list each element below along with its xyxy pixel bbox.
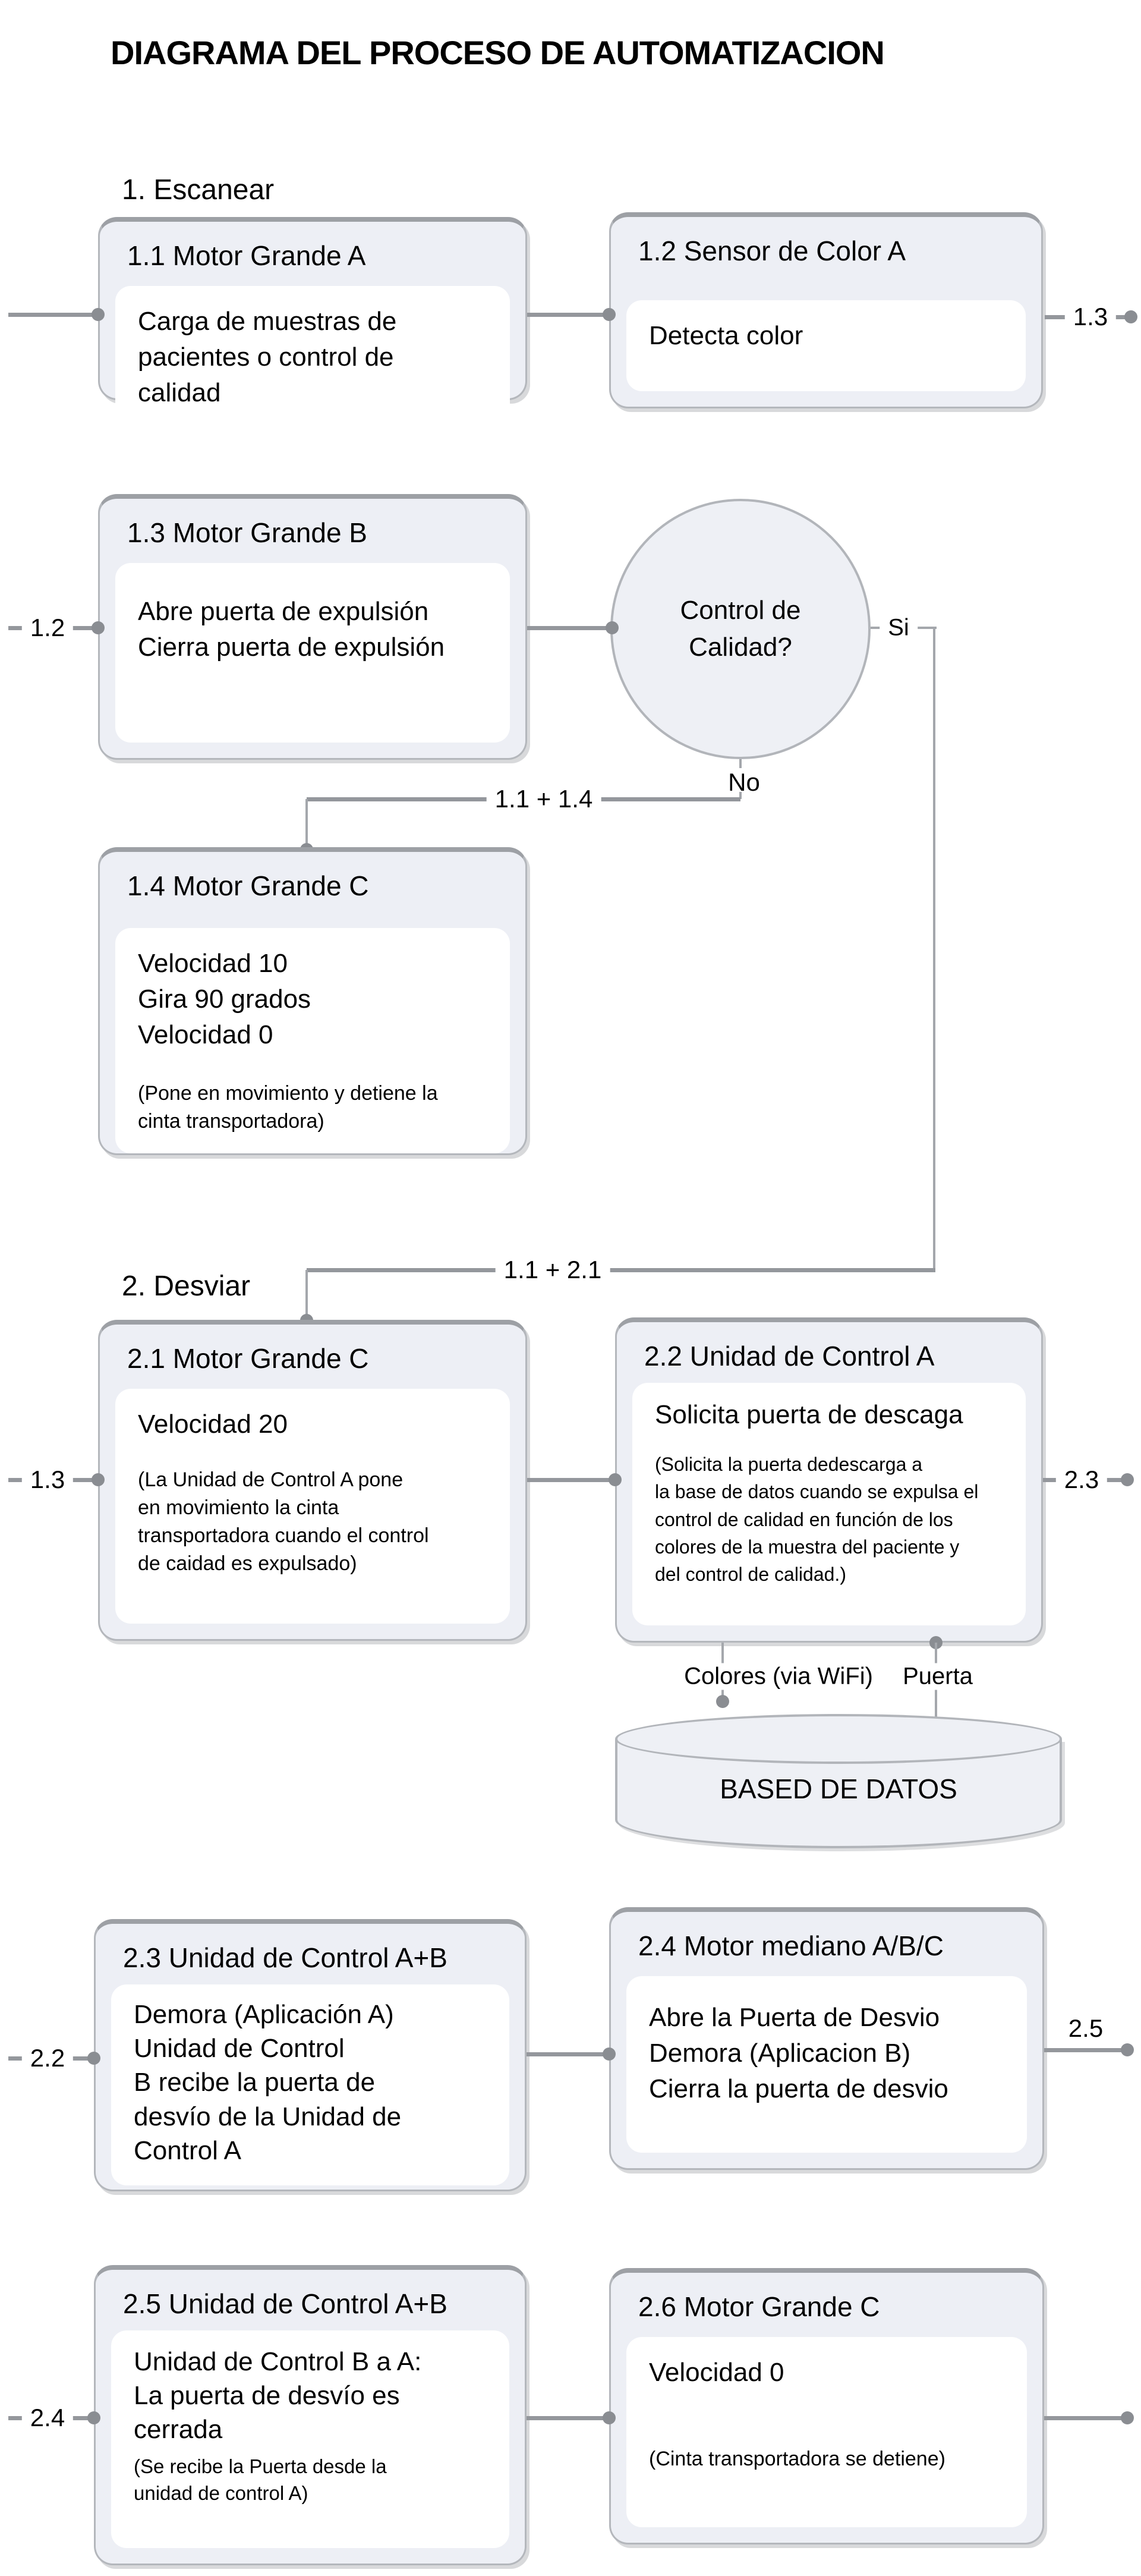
box-1-3-title: 1.3 Motor Grande B bbox=[127, 517, 367, 548]
connector-line-si-vertical bbox=[933, 627, 935, 1270]
box-1-1-title: 1.1 Motor Grande A bbox=[127, 240, 366, 271]
connector-line-drop-to-2-1 bbox=[305, 1270, 308, 1319]
box-1-1-inner: Carga de muestras de pacientes o control… bbox=[115, 286, 510, 429]
edge-label-puerta: Puerta bbox=[894, 1663, 981, 1690]
connector-line-no-tick bbox=[739, 792, 742, 799]
box-2-1-note: (La Unidad de Control A pone en movimien… bbox=[138, 1468, 429, 1575]
box-1-3-inner: Abre puerta de expulsión Cierra puerta d… bbox=[115, 563, 510, 743]
decision-control-de-calidad: Control de Calidad? bbox=[610, 499, 871, 759]
edge-label-1-3: 1.3 bbox=[1064, 303, 1117, 331]
box-1-1-body: Carga de muestras de pacientes o control… bbox=[138, 307, 397, 407]
box-2-6-note: (Cinta transportadora se detiene) bbox=[649, 2447, 945, 2470]
connector-line-si-branch bbox=[307, 1268, 935, 1272]
connector-node-dot bbox=[92, 308, 105, 321]
connector-node-dot bbox=[609, 1473, 622, 1486]
edge-label-colores-wifi: Colores (via WiFi) bbox=[676, 1663, 881, 1690]
box-2-2-unidad-de-control-a: 2.2 Unidad de Control A Solicita puerta … bbox=[615, 1317, 1043, 1643]
box-2-1-title: 2.1 Motor Grande C bbox=[127, 1343, 369, 1374]
box-1-1-motor-grande-a: 1.1 Motor Grande A Carga de muestras de … bbox=[98, 217, 527, 429]
edge-label-2-5: 2.5 bbox=[1068, 2014, 1104, 2042]
connector-node-dot bbox=[603, 2411, 616, 2424]
connector-line-no-tick bbox=[739, 759, 742, 770]
edge-label-1-1-plus-1-4: 1.1 + 1.4 bbox=[486, 785, 601, 813]
box-1-2-sensor-color-a: 1.2 Sensor de Color A Detecta color bbox=[609, 212, 1043, 408]
box-2-3-inner: Demora (Aplicación A) Unidad de Control … bbox=[111, 1984, 509, 2185]
box-2-5-inner: Unidad de Control B a A: La puerta de de… bbox=[111, 2330, 509, 2548]
connector-node-dot bbox=[1121, 2043, 1134, 2056]
connector-line bbox=[527, 1478, 615, 1482]
connector-node-dot bbox=[87, 2052, 100, 2065]
box-2-5-unidad-de-control-a-b: 2.5 Unidad de Control A+B Unidad de Cont… bbox=[94, 2265, 527, 2565]
edge-label-si: Si bbox=[880, 614, 918, 641]
box-2-6-inner: Velocidad 0 (Cinta transportadora se det… bbox=[626, 2337, 1027, 2527]
box-2-2-body: Solicita puerta de descaga bbox=[655, 1400, 963, 1429]
edge-label-2-4: 2.4 bbox=[21, 2404, 74, 2432]
box-2-2-inner: Solicita puerta de descaga (Solicita la … bbox=[632, 1383, 1026, 1625]
box-2-4-motor-mediano-abc: 2.4 Motor mediano A/B/C Abre la Puerta d… bbox=[609, 1907, 1044, 2170]
edge-label-no: No bbox=[720, 768, 768, 797]
connector-line bbox=[527, 2416, 609, 2420]
edge-label-2-3: 2.3 bbox=[1055, 1465, 1108, 1494]
edge-label-1-2: 1.2 bbox=[21, 614, 74, 642]
box-2-2-note: (Solicita la puerta dedescarga a la base… bbox=[655, 1453, 979, 1586]
box-2-6-motor-grande-c: 2.6 Motor Grande C Velocidad 0 (Cinta tr… bbox=[609, 2268, 1044, 2544]
box-2-6-body: Velocidad 0 bbox=[649, 2358, 784, 2387]
section-label-escanear: 1. Escanear bbox=[122, 174, 275, 206]
box-1-3-motor-grande-b: 1.3 Motor Grande B Abre puerta de expuls… bbox=[98, 494, 527, 760]
edge-label-1-1-plus-2-1: 1.1 + 2.1 bbox=[495, 1256, 610, 1284]
box-1-4-inner: Velocidad 10 Gira 90 grados Velocidad 0 … bbox=[115, 928, 510, 1154]
connector-node-dot bbox=[1121, 1473, 1134, 1486]
box-1-4-note: (Pone en movimiento y detiene la cinta t… bbox=[138, 1082, 438, 1133]
box-2-1-body: Velocidad 20 bbox=[138, 1410, 288, 1439]
connector-node-dot bbox=[92, 621, 105, 634]
database-cylinder-top bbox=[615, 1714, 1062, 1764]
box-2-4-title: 2.4 Motor mediano A/B/C bbox=[638, 1930, 944, 1961]
connector-node-dot bbox=[92, 1473, 105, 1486]
database-label: BASED DE DATOS bbox=[720, 1773, 957, 1804]
box-2-3-body: Demora (Aplicación A) Unidad de Control … bbox=[134, 2000, 402, 2165]
edge-label-2-2: 2.2 bbox=[21, 2044, 74, 2072]
box-2-1-motor-grande-c: 2.1 Motor Grande C Velocidad 20 (La Unid… bbox=[98, 1320, 527, 1641]
page-title: DIAGRAMA DEL PROCESO DE AUTOMATIZACION bbox=[111, 34, 885, 71]
connector-line bbox=[527, 313, 609, 317]
connector-node-dot bbox=[87, 2411, 100, 2424]
box-2-3-title: 2.3 Unidad de Control A+B bbox=[123, 1942, 447, 1973]
box-1-3-body: Abre puerta de expulsión Cierra puerta d… bbox=[138, 597, 445, 662]
box-2-5-title: 2.5 Unidad de Control A+B bbox=[123, 2288, 447, 2319]
box-1-2-title: 1.2 Sensor de Color A bbox=[638, 235, 906, 266]
connector-node-dot bbox=[603, 308, 616, 321]
box-2-4-body: Abre la Puerta de Desvio Demora (Aplicac… bbox=[649, 2003, 948, 2103]
connector-node-dot bbox=[1121, 2411, 1134, 2424]
box-1-4-body: Velocidad 10 Gira 90 grados Velocidad 0 bbox=[138, 949, 311, 1049]
connector-node-dot bbox=[603, 2047, 616, 2061]
connector-line-drop-to-1-4 bbox=[305, 799, 308, 848]
box-1-2-body: Detecta color bbox=[649, 321, 803, 350]
edge-label-1-3-left: 1.3 bbox=[21, 1465, 74, 1494]
connector-line bbox=[527, 626, 612, 630]
connector-line bbox=[1044, 2416, 1127, 2420]
decision-question: Control de Calidad? bbox=[680, 596, 801, 662]
box-1-2-inner: Detecta color bbox=[626, 300, 1026, 391]
box-2-6-title: 2.6 Motor Grande C bbox=[638, 2291, 880, 2322]
section-label-desviar: 2. Desviar bbox=[122, 1270, 251, 1302]
box-1-4-motor-grande-c: 1.4 Motor Grande C Velocidad 10 Gira 90 … bbox=[98, 847, 527, 1155]
box-1-4-title: 1.4 Motor Grande C bbox=[127, 870, 369, 901]
box-2-2-title: 2.2 Unidad de Control A bbox=[644, 1341, 935, 1372]
connector-node-dot bbox=[1124, 310, 1137, 323]
connector-line bbox=[8, 313, 98, 317]
connector-node-dot bbox=[716, 1695, 729, 1708]
box-2-1-inner: Velocidad 20 (La Unidad de Control A pon… bbox=[115, 1389, 510, 1624]
connector-line bbox=[527, 2052, 609, 2056]
box-2-3-unidad-de-control-a-b: 2.3 Unidad de Control A+B Demora (Aplica… bbox=[94, 1919, 527, 2191]
box-2-5-body: Unidad de Control B a A: La puerta de de… bbox=[134, 2347, 422, 2445]
box-2-4-inner: Abre la Puerta de Desvio Demora (Aplicac… bbox=[626, 1976, 1027, 2153]
box-2-5-note: (Se recibe la Puerta desde la unidad de … bbox=[134, 2455, 387, 2505]
connector-node-dot bbox=[606, 621, 619, 634]
connector-line bbox=[1044, 2048, 1127, 2052]
